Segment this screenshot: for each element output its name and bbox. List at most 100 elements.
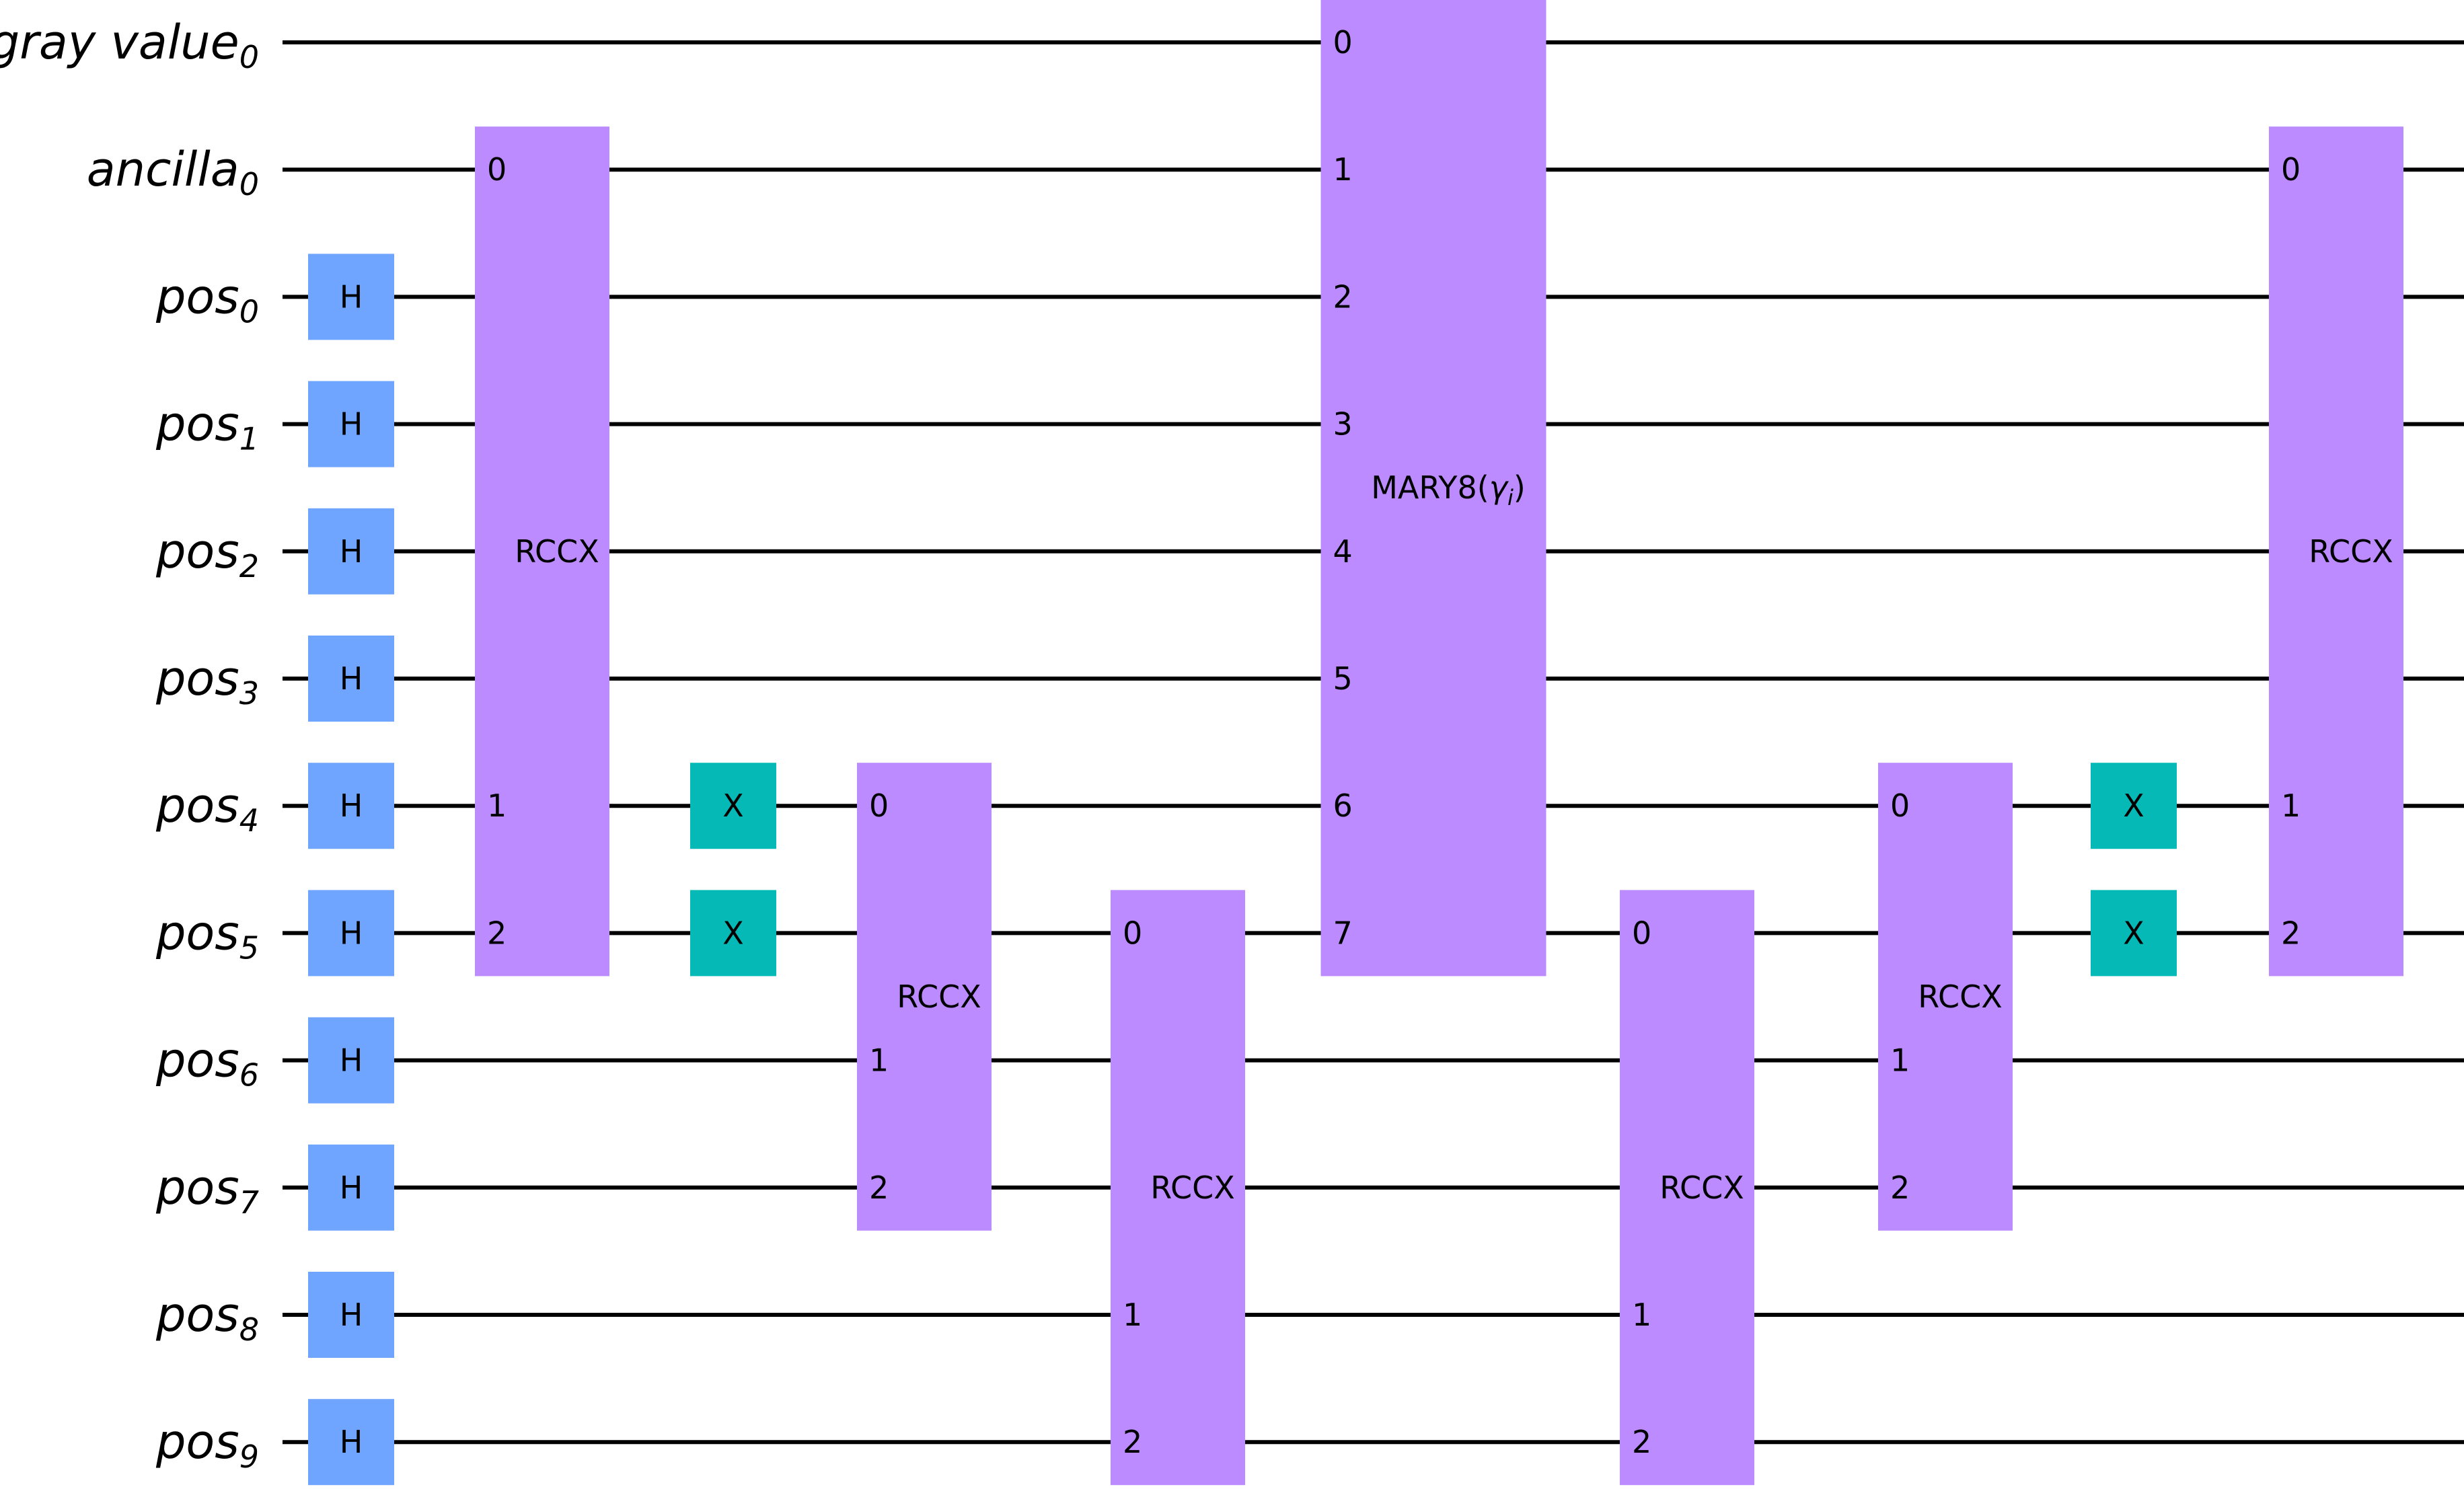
qubit-labels: gray value0ancilla0pos0pos1pos2pos3pos4p… (0, 15, 259, 1475)
gate-box (308, 890, 394, 977)
gate-port-label: 3 (1333, 406, 1353, 443)
gate-box (308, 254, 394, 340)
gate-label: H (340, 660, 363, 697)
qubit-label: ancilla0 (87, 142, 259, 202)
qubit-label-base: pos (155, 524, 239, 579)
gate-box (308, 1399, 394, 1486)
gate-rccx-5: 0 1 2 RCCX (1878, 763, 2013, 1231)
gate-box (1111, 890, 1245, 1486)
gate-label-text: RCCX (1918, 979, 2002, 1015)
gate-label: H (340, 1042, 363, 1079)
qubit-label: pos7 (155, 1160, 259, 1221)
gate-label: RCCX (515, 533, 599, 570)
qubit-label-index: 8 (239, 1311, 259, 1348)
gate-h-pos1: H (308, 381, 394, 467)
qubit-label: pos1 (155, 397, 259, 457)
gate-port-label: 2 (869, 1170, 889, 1206)
gate-box (690, 890, 776, 977)
gate-x-pos4-b: X (2091, 763, 2177, 849)
gate-box (308, 763, 394, 849)
qubit-label-base: pos (155, 1414, 239, 1469)
gate-port-label: 0 (487, 151, 507, 188)
gate-port-label: 2 (1890, 1170, 1910, 1206)
gate-port-label: 2 (487, 915, 507, 951)
gate-box (308, 1144, 394, 1231)
qubit-label-index: 6 (239, 1057, 259, 1094)
qubit-label: gray value0 (0, 15, 259, 75)
gate-port-label: 2 (1333, 278, 1353, 315)
gate-x-pos5-b: X (2091, 890, 2177, 977)
gate-port-label: 0 (1123, 915, 1142, 951)
gate-label: RCCX (897, 979, 981, 1015)
qubit-label-base: pos (155, 778, 239, 833)
gate-port-label: 0 (1632, 915, 1651, 951)
gate-label: RCCX (2309, 533, 2393, 570)
gate-box (308, 508, 394, 595)
gate-box (2091, 763, 2177, 849)
gate-label: X (2123, 788, 2144, 824)
gate-h-pos6: H (308, 1017, 394, 1104)
gate-label: H (340, 915, 363, 951)
qubit-label: pos9 (155, 1414, 259, 1475)
qubit-label: pos5 (155, 905, 259, 966)
gate-label-text: RCCX (2309, 533, 2393, 570)
gate-port-label: 1 (2281, 788, 2301, 824)
gate-port-label: 1 (1890, 1042, 1910, 1079)
gate-label: H (340, 406, 363, 443)
gate-port-label: 7 (1333, 915, 1353, 951)
gate-label: RCCX (1659, 1170, 1744, 1206)
qubit-label: pos0 (155, 269, 259, 330)
gate-box (308, 1017, 394, 1104)
qubit-label-base: pos (155, 651, 239, 706)
gate-port-label: 0 (869, 788, 889, 824)
gate-label-subscript: i (1507, 485, 1514, 510)
gate-port-label: 0 (1890, 788, 1910, 824)
gate-label-text: RCCX (897, 979, 981, 1015)
qubit-label-index: 0 (239, 39, 259, 75)
qubit-label: pos4 (155, 778, 259, 839)
qubit-label-base: pos (155, 269, 239, 324)
gate-label: X (722, 915, 744, 951)
qubit-label-index: 5 (239, 929, 259, 966)
gate-h-pos0: H (308, 254, 394, 340)
gate-box (1620, 890, 1754, 1486)
qubit-label-index: 4 (239, 802, 259, 839)
gate-label-end: ) (1514, 469, 1526, 506)
gate-h-pos8: H (308, 1272, 394, 1358)
qubit-label: pos6 (155, 1033, 259, 1094)
qubit-label-index: 7 (239, 1184, 259, 1221)
qubit-label-base: pos (155, 1160, 239, 1215)
gate-label: H (340, 533, 363, 570)
qubit-label-index: 1 (239, 421, 259, 457)
gate-port-label: 1 (869, 1042, 889, 1079)
gate-label: RCCX (1150, 1170, 1234, 1206)
gate-box (2269, 126, 2403, 977)
gate-h-pos9: H (308, 1399, 394, 1486)
gate-port-label: 2 (1632, 1424, 1651, 1460)
gate-port-label: 1 (1333, 151, 1353, 188)
gate-label: RCCX (1918, 979, 2002, 1015)
qubit-label-base: pos (155, 1033, 239, 1088)
qubit-label-index: 3 (239, 675, 259, 712)
qubit-label-base: pos (155, 905, 239, 960)
gate-label-text: RCCX (1150, 1170, 1234, 1206)
gate-box (857, 763, 992, 1231)
gate-port-label: 0 (1333, 24, 1353, 61)
qubit-label: pos8 (155, 1287, 259, 1348)
gate-port-label: 6 (1333, 788, 1353, 824)
gate-h-pos5: H (308, 890, 394, 977)
gate-label: MARY8(γi) (1371, 469, 1526, 510)
gate-port-label: 4 (1333, 533, 1353, 570)
gate-box (1320, 0, 1546, 977)
qubit-label-base: ancilla (87, 142, 239, 197)
gate-label: H (340, 1170, 363, 1206)
gate-h-pos7: H (308, 1144, 394, 1231)
gate-box (690, 763, 776, 849)
gate-label: H (340, 788, 363, 824)
gate-box (308, 1272, 394, 1358)
qubit-label-index: 2 (239, 548, 259, 584)
